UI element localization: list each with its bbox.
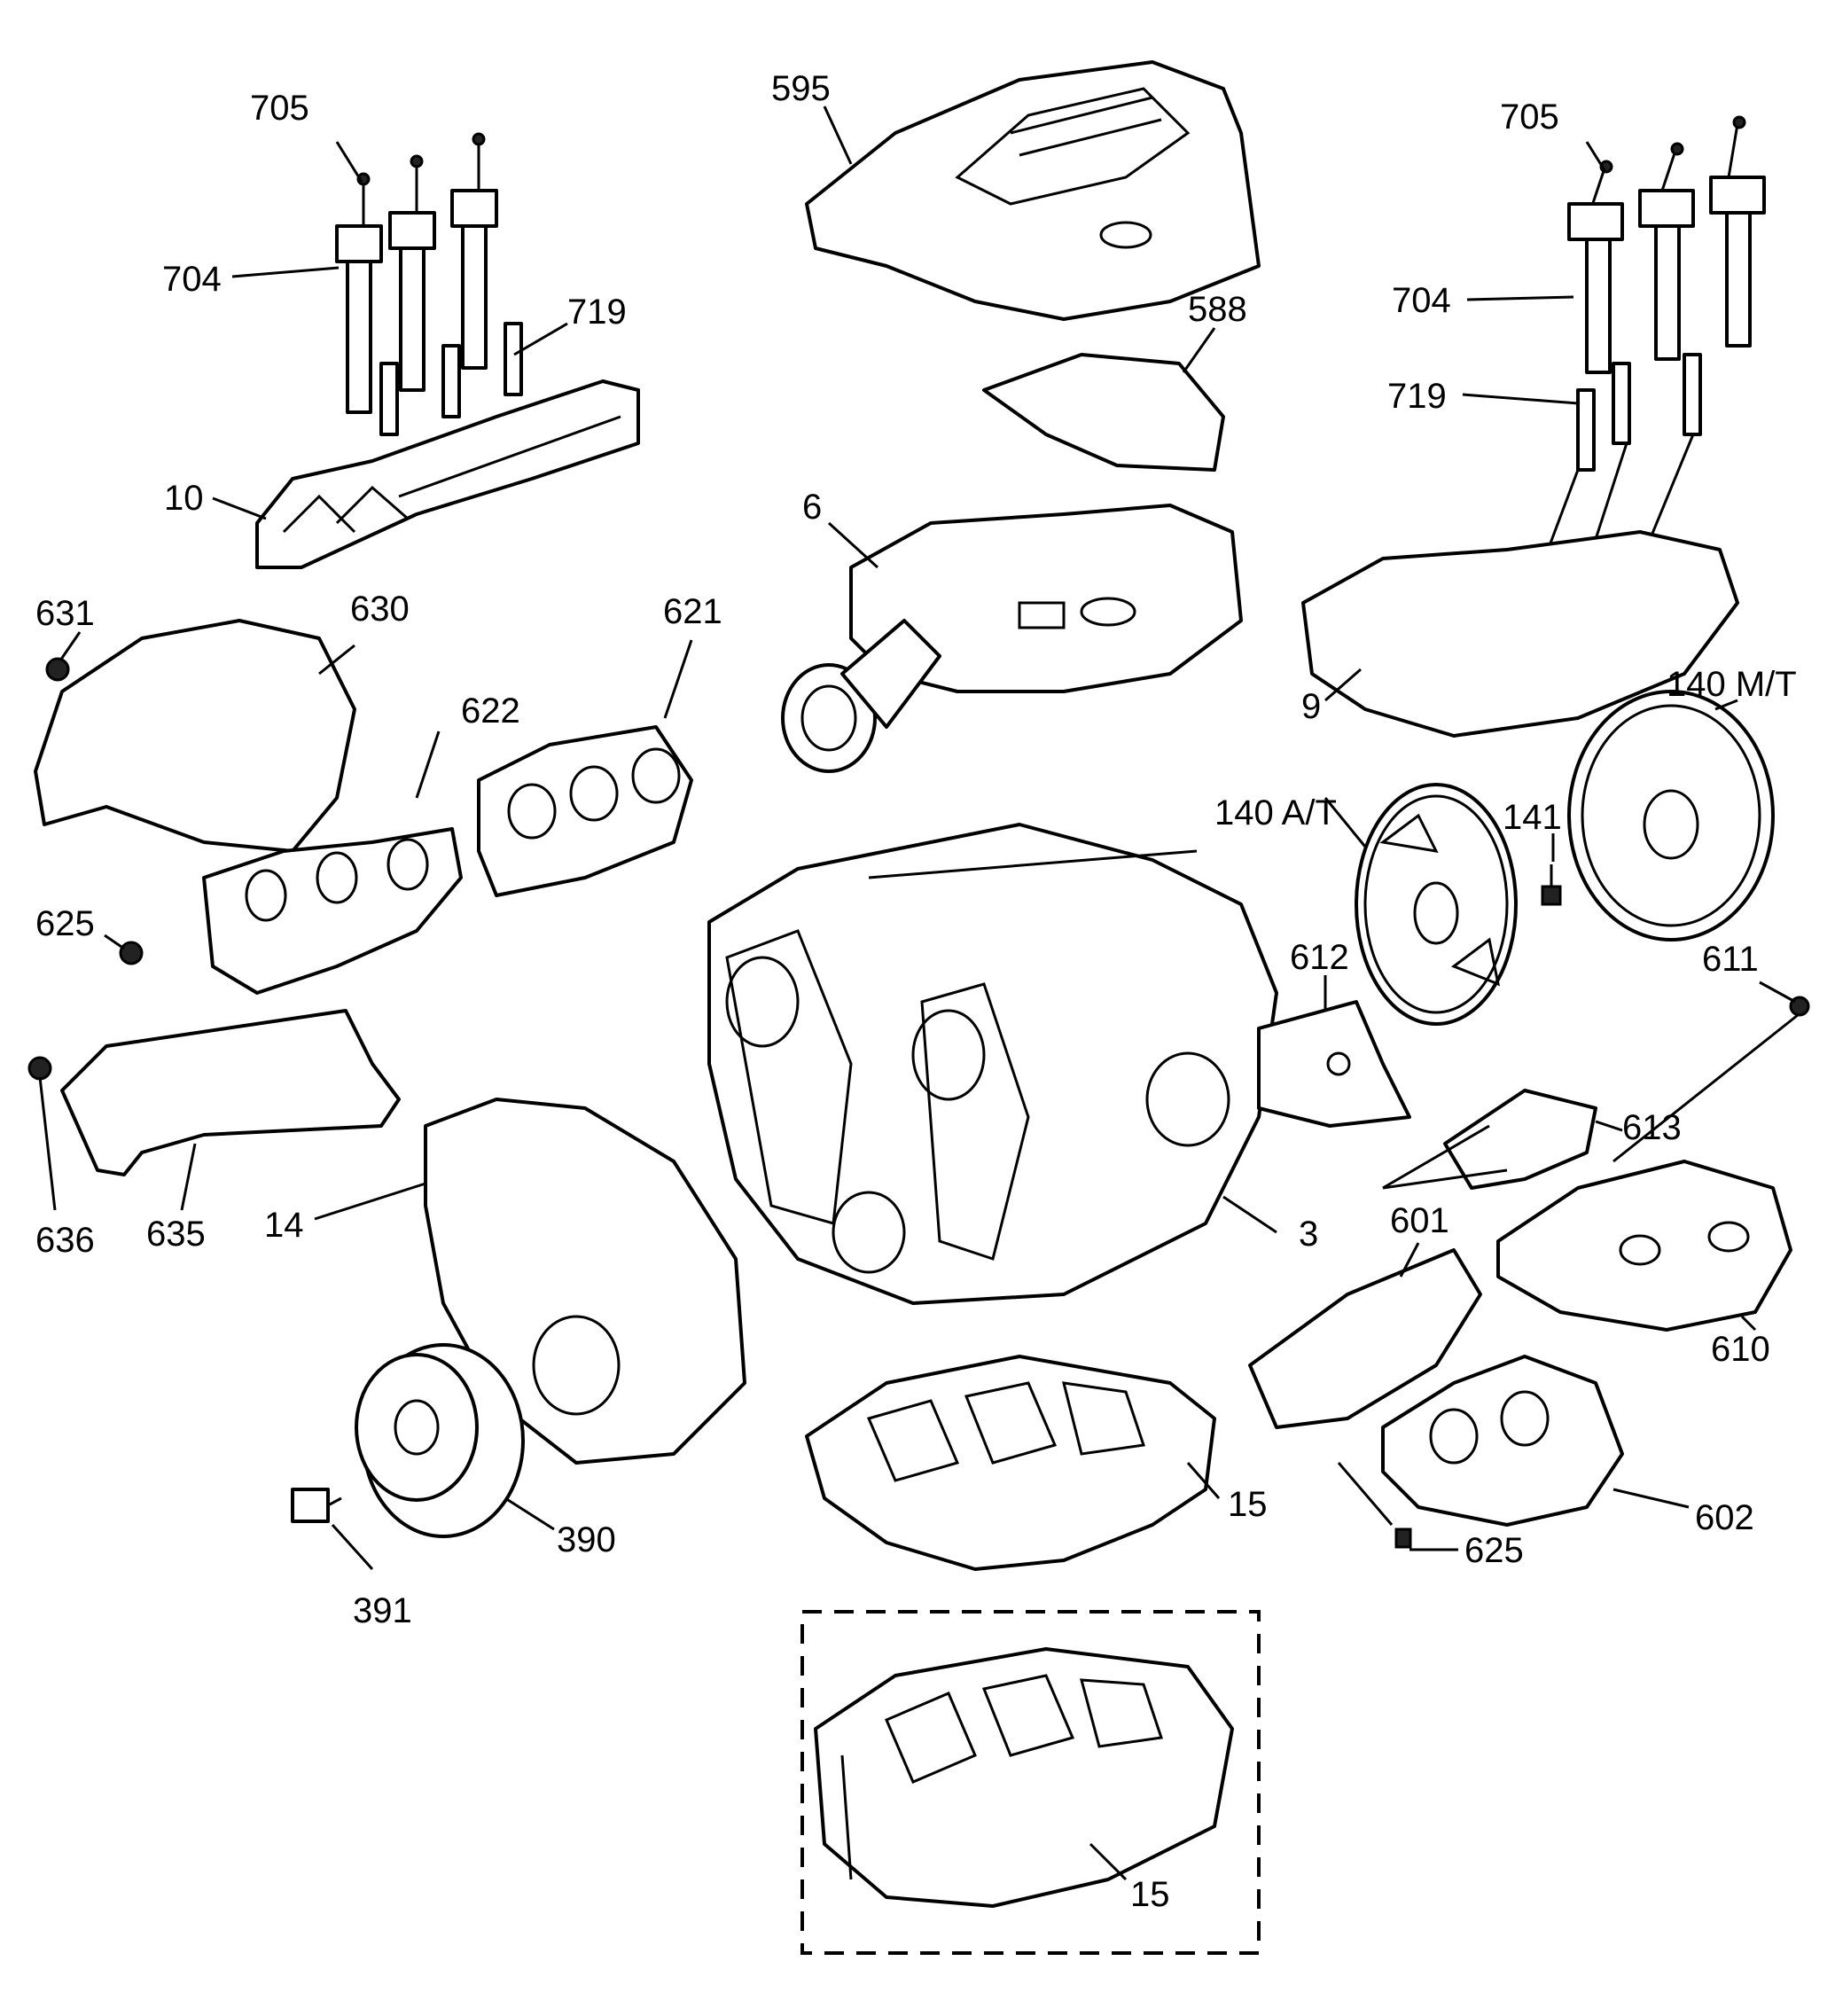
lower-heat-shield [60,1009,401,1176]
manual-flywheel [1567,690,1775,942]
callout-611: 611 [1702,940,1759,979]
callout-140-mt: 140 M/T [1667,665,1797,704]
callout-601: 601 [1390,1201,1449,1240]
left-exhaust-ports [245,838,429,922]
callout-631: 631 [35,594,95,633]
engine-front-cover [424,1098,746,1465]
callout-635: 635 [146,1215,206,1254]
callout-602: 602 [1695,1498,1754,1537]
callout-636: 636 [35,1221,95,1260]
callout-630: 630 [350,590,410,629]
engine-block-assembly [707,823,1278,1305]
right-exhaust-manifold [1381,1355,1624,1527]
bolt-631 [45,657,70,682]
callout-705-left: 705 [250,89,309,128]
right-valve-cover [1301,530,1739,738]
right-exhaust-heat-shield [1496,1160,1792,1332]
callout-15-main: 15 [1228,1485,1268,1524]
callout-15-inset: 15 [1130,1875,1170,1914]
callout-622: 622 [461,692,520,731]
upper-oil-pan [805,1355,1216,1571]
automatic-flexplate [1355,783,1518,1026]
callout-391: 391 [353,1591,412,1630]
bolt-625-left [119,941,144,965]
crankshaft-balancer [355,1343,525,1538]
front-seal [532,1315,621,1416]
callout-610: 610 [1711,1330,1770,1369]
callout-10: 10 [164,479,204,518]
bolt-625-right [1394,1528,1412,1549]
alternate-oil-pan-inset [800,1610,1261,1955]
exhaust-shield-613 [1443,1089,1597,1190]
intake-manifold [781,504,1243,773]
engine-cover [805,60,1261,321]
callout-labels: 705 704 719 10 595 588 6 705 704 719 9 6… [35,69,1797,1914]
callout-704-right: 704 [1392,281,1451,320]
callout-705-right: 705 [1500,98,1559,137]
gasket-holes [507,747,681,840]
callout-588: 588 [1188,290,1247,329]
callout-719-right: 719 [1387,377,1447,416]
left-exhaust-heat-shield [34,619,356,853]
callout-141: 141 [1503,798,1562,837]
callout-719-left: 719 [567,293,627,332]
left-group-leaders [212,141,568,520]
callout-14: 14 [264,1206,304,1245]
callout-3: 3 [1299,1215,1318,1254]
callout-621: 621 [663,592,722,631]
callout-140-at: 140 A/T [1214,793,1337,832]
nut-636 [27,1056,52,1081]
alternate-oil-pan [814,1647,1234,1908]
engine-cover-detail [955,87,1191,249]
left-valve-cover [255,379,640,569]
callout-704-left: 704 [162,260,222,299]
right-exhaust-gasket [1248,1248,1482,1429]
callout-595: 595 [771,69,831,108]
callout-9: 9 [1301,687,1321,726]
left-ignition-coils [335,132,523,436]
callout-612: 612 [1290,938,1349,977]
callout-6: 6 [802,488,822,527]
callout-625-left: 625 [35,904,95,943]
callout-625-right: 625 [1464,1531,1524,1570]
callout-613: 613 [1622,1108,1682,1147]
callout-390: 390 [557,1520,616,1559]
flywheel-shim [1257,1000,1411,1128]
balancer-bolt [291,1488,342,1523]
left-valve-cover-ribs [282,415,621,534]
left-exhaust-gasket [477,725,693,897]
flywheel-bolt [1541,864,1562,906]
right-ignition-coils [1523,115,1766,613]
intake-shield [982,353,1225,472]
